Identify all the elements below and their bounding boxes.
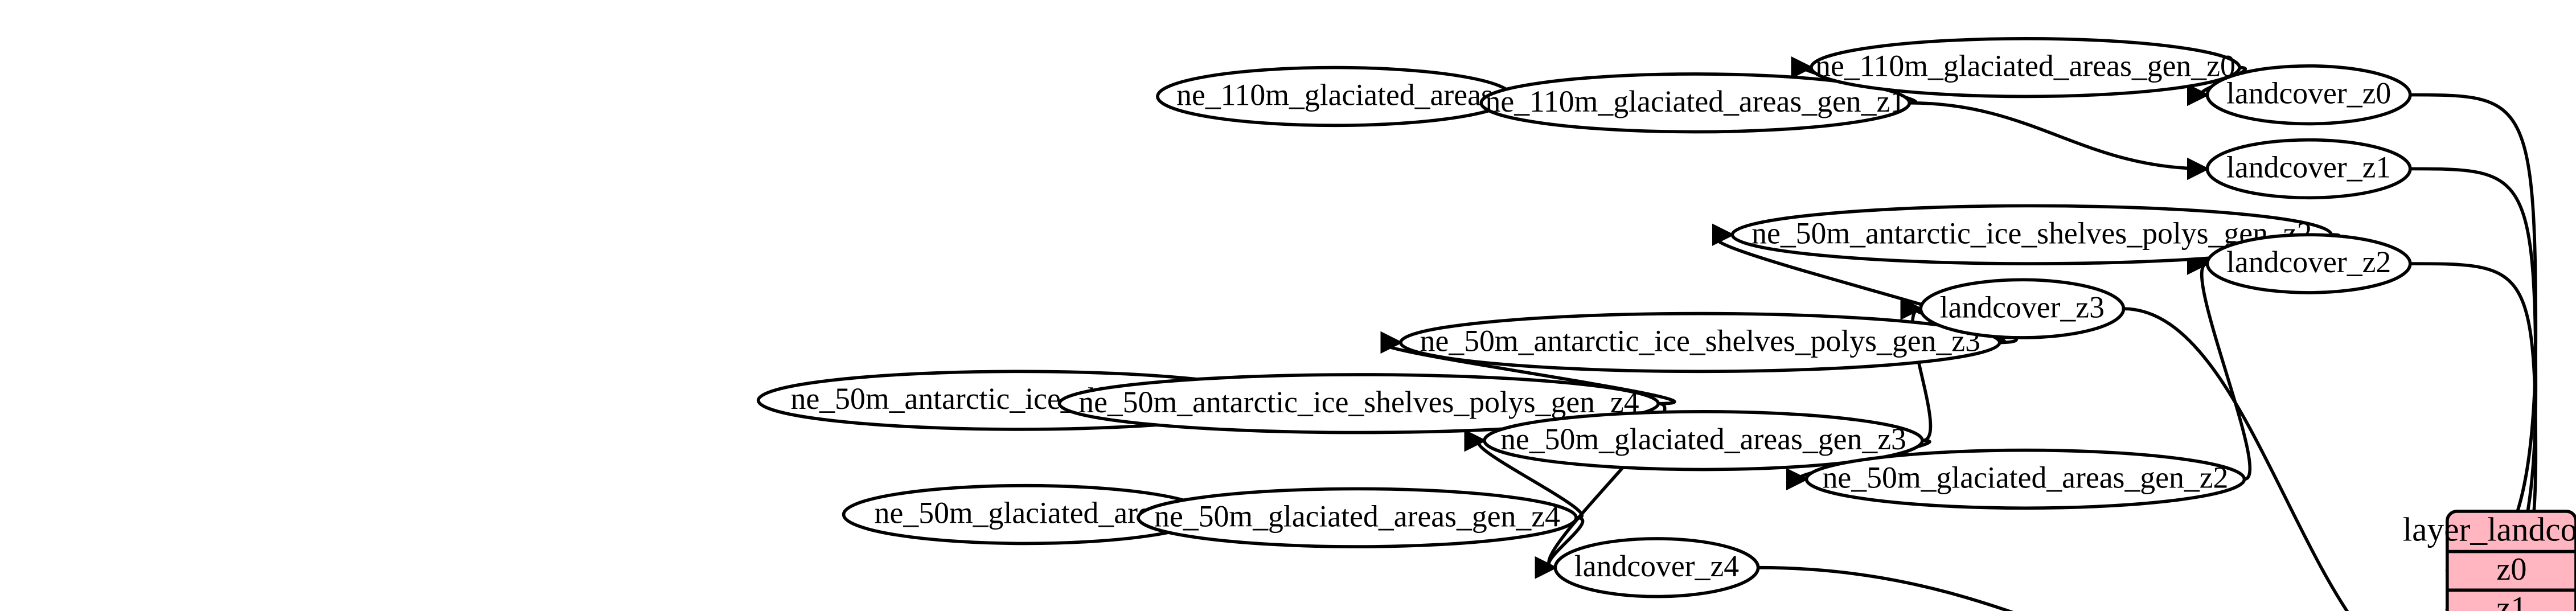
node-ellipse: [1553, 537, 1760, 598]
table-node-title: layer_landcover: [2403, 511, 2576, 548]
graph-node-ne_50m_glaciated_areas_gen_z4[interactable]: ne_50m_glaciated_areas_gen_z4: [1137, 487, 1578, 548]
node-ellipse: [1804, 448, 2246, 510]
graph-node-landcover_z1[interactable]: landcover_z1: [2205, 138, 2412, 200]
graph-edge: [2410, 93, 2538, 583]
node-ellipse: [1483, 410, 1924, 471]
graph-node-ne_110m_glaciated_areas_gen_z0[interactable]: ne_110m_glaciated_areas_gen_z0: [1810, 36, 2241, 99]
node-ellipse: [1137, 487, 1578, 548]
nodes-layer: imposm3osm_landcover_polygonsimplify_vw_…: [756, 36, 2412, 598]
node-ellipse: [2205, 64, 2412, 126]
graph-edge: [2187, 252, 2252, 481]
graph-edge: [1535, 516, 1585, 579]
graph-node-ne_50m_glaciated_areas_gen_z2[interactable]: ne_50m_glaciated_areas_gen_z2: [1804, 448, 2246, 510]
graph-edge: [1758, 565, 2014, 611]
graph-edge: [1900, 297, 1933, 442]
graph-edge: [1380, 331, 1676, 405]
table-row-z1[interactable]: z1: [2496, 591, 2526, 611]
node-ellipse: [2205, 233, 2412, 294]
node-ellipse: [2205, 138, 2412, 200]
graph-node-ne_50m_antarctic_ice_shelves_polys_gen_z3[interactable]: ne_50m_antarctic_ice_shelves_polys_gen_z…: [1399, 311, 2001, 374]
graph-node-landcover_z3[interactable]: landcover_z3: [1919, 278, 2126, 339]
table-node-layer-landcover[interactable]: layer_landcoverz0z1z2z3z4z5z6z7z8z9z10z1…: [2403, 510, 2576, 611]
node-ellipse: [1399, 311, 2001, 374]
node-ellipse: [1057, 373, 1660, 434]
graph-node-ne_110m_glaciated_areas[interactable]: ne_110m_glaciated_areas: [1156, 65, 1513, 128]
node-ellipse: [1156, 65, 1513, 128]
graph-edge: [2123, 307, 2349, 611]
graph-node-landcover_z4[interactable]: landcover_z4: [1553, 537, 1760, 598]
table-node-layer: layer_landcoverz0z1z2z3z4z5z6z7z8z9z10z1…: [2403, 510, 2576, 611]
graph-edge: [2410, 262, 2538, 611]
node-ellipse: [1919, 278, 2126, 339]
node-ellipse: [1479, 72, 1912, 134]
graph-edge: [1464, 429, 1584, 520]
graph-edge: [1909, 101, 2210, 181]
graph-node-landcover_z0[interactable]: landcover_z0: [2205, 64, 2412, 126]
table-row-z0[interactable]: z0: [2496, 552, 2526, 587]
graph-node-landcover_z2[interactable]: landcover_z2: [2205, 233, 2412, 294]
node-ellipse: [1810, 36, 2241, 99]
table-node-body: [2445, 510, 2576, 611]
